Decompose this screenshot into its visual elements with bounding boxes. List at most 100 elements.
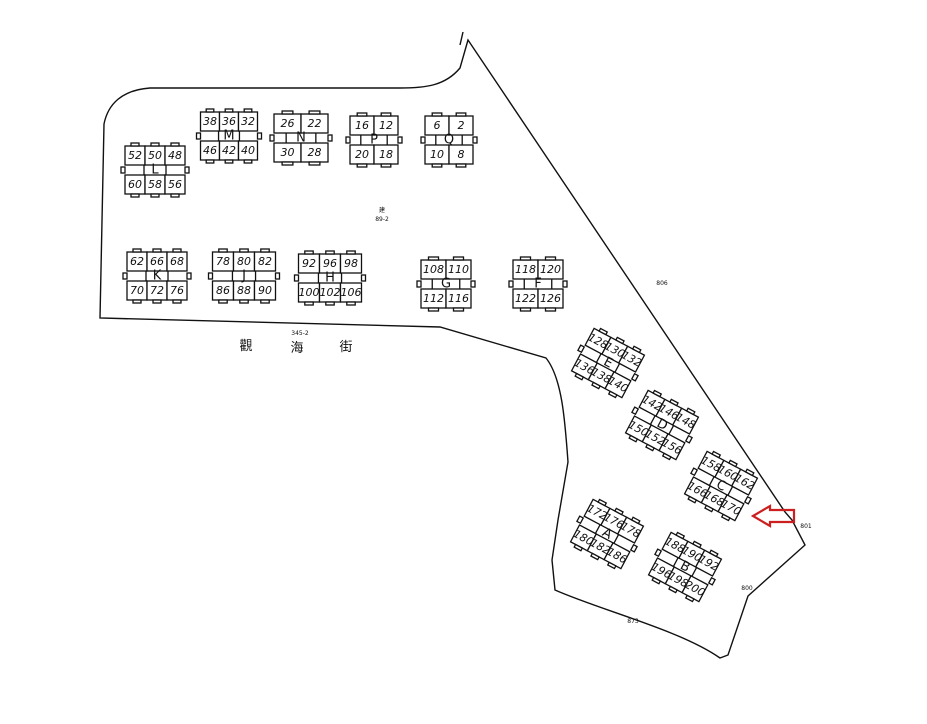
block-end-tab <box>707 576 716 586</box>
unit-number: 110 <box>448 263 469 276</box>
unit-number: 18 <box>379 148 393 161</box>
block-end-tab <box>269 134 275 142</box>
unit-balcony <box>172 248 182 253</box>
lot-label-center-top: 建 <box>379 206 385 214</box>
unit-balcony <box>519 307 532 312</box>
unit-number: 112 <box>423 292 444 305</box>
unit-balcony <box>239 299 249 304</box>
unit-balcony <box>597 498 608 507</box>
unit-balcony <box>669 398 679 407</box>
unit-number: 66 <box>150 255 164 268</box>
block-end-tab <box>256 132 263 140</box>
lot-label-road-code: 345-2 <box>291 330 309 337</box>
site-boundary <box>99 38 806 659</box>
block-end-tab <box>654 548 663 558</box>
unit-balcony <box>224 159 234 164</box>
unit-balcony <box>728 459 738 468</box>
unit-balcony <box>130 193 140 198</box>
unit-number: 40 <box>241 144 255 157</box>
unit-balcony <box>130 142 140 147</box>
unit-balcony <box>150 193 160 198</box>
block-end-tab <box>690 467 699 477</box>
block-end-tab <box>508 280 514 288</box>
unit-balcony <box>452 256 465 261</box>
unit-number: 98 <box>344 257 358 270</box>
unit-number: 102 <box>320 286 341 299</box>
unit-balcony <box>645 443 655 452</box>
unit-number: 108 <box>423 263 444 276</box>
lot-label-right-lower: 800 <box>741 585 753 592</box>
unit-number: 26 <box>281 117 295 130</box>
unit-balcony <box>380 163 392 168</box>
unit-number: 6 <box>434 119 441 132</box>
unit-number: 96 <box>323 257 337 270</box>
unit-balcony <box>711 450 722 459</box>
unit-balcony <box>590 552 600 561</box>
unit-balcony <box>356 163 368 168</box>
block-letter: F <box>534 277 541 292</box>
block-letter: G <box>441 277 451 292</box>
unit-balcony <box>744 468 755 477</box>
unit-balcony <box>687 495 698 504</box>
unit-balcony <box>607 390 618 399</box>
unit-number: 46 <box>203 144 217 157</box>
unit-balcony <box>431 163 443 168</box>
unit-number: 126 <box>540 292 561 305</box>
unit-number: 36 <box>222 115 236 128</box>
unit-balcony <box>239 248 249 253</box>
street-name-char-2: 海 <box>290 341 303 356</box>
unit-number: 106 <box>341 286 362 299</box>
unit-balcony <box>685 407 696 416</box>
unit-balcony <box>704 504 714 513</box>
block-end-tab <box>577 344 586 354</box>
block-end-tab <box>684 434 693 444</box>
unit-balcony <box>170 193 180 198</box>
block-letter: P <box>370 133 378 148</box>
unit-number: 56 <box>168 178 182 191</box>
unit-number: 70 <box>130 284 144 297</box>
street-name-char-1: 觀 <box>239 339 252 354</box>
unit-number: 122 <box>515 292 536 305</box>
unit-number: 10 <box>430 148 444 161</box>
unit-balcony <box>304 250 314 255</box>
unit-balcony <box>346 250 356 255</box>
unit-balcony <box>606 561 617 570</box>
unit-number: 78 <box>216 255 230 268</box>
unit-balcony <box>544 256 557 261</box>
block-letter: M <box>223 129 234 144</box>
unit-balcony <box>260 299 270 304</box>
unit-balcony <box>308 110 321 115</box>
block-end-tab <box>576 515 585 525</box>
unit-balcony <box>172 299 182 304</box>
block-end-tab <box>631 406 640 416</box>
block-end-tab <box>629 543 638 553</box>
unit-balcony <box>224 108 234 113</box>
unit-balcony <box>243 159 253 164</box>
site-boundary-tick <box>459 31 464 46</box>
unit-balcony <box>260 248 270 253</box>
unit-balcony <box>452 307 465 312</box>
unit-number: 60 <box>128 178 142 191</box>
unit-balcony <box>380 112 392 117</box>
unit-balcony <box>630 516 641 525</box>
block-end-tab <box>184 166 190 174</box>
unit-number: 28 <box>308 146 322 159</box>
lot-label-center-top-code: 89-2 <box>375 216 389 223</box>
lot-label-right-arrow: 801 <box>800 523 812 530</box>
unit-balcony <box>218 299 228 304</box>
unit-balcony <box>218 248 228 253</box>
red-arrow-icon <box>750 504 796 528</box>
unit-balcony <box>675 531 686 540</box>
block-end-tab <box>472 136 478 144</box>
unit-number: 20 <box>355 148 369 161</box>
block-end-tab <box>345 136 351 144</box>
